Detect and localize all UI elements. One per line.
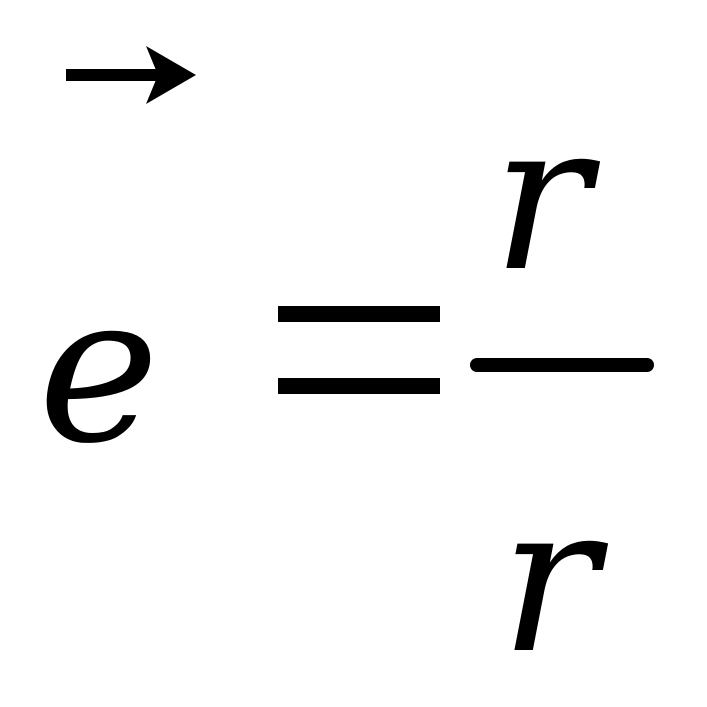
equals-bar-bottom (278, 378, 440, 394)
lhs-symbol-e: e (38, 251, 160, 489)
equals-bar-top (278, 306, 440, 322)
denominator-symbol-r: r (500, 461, 598, 699)
numerator-symbol-r: r (492, 79, 590, 317)
fraction-bar (470, 358, 654, 372)
right-arrow-icon (66, 46, 196, 104)
equals-sign (278, 306, 440, 394)
